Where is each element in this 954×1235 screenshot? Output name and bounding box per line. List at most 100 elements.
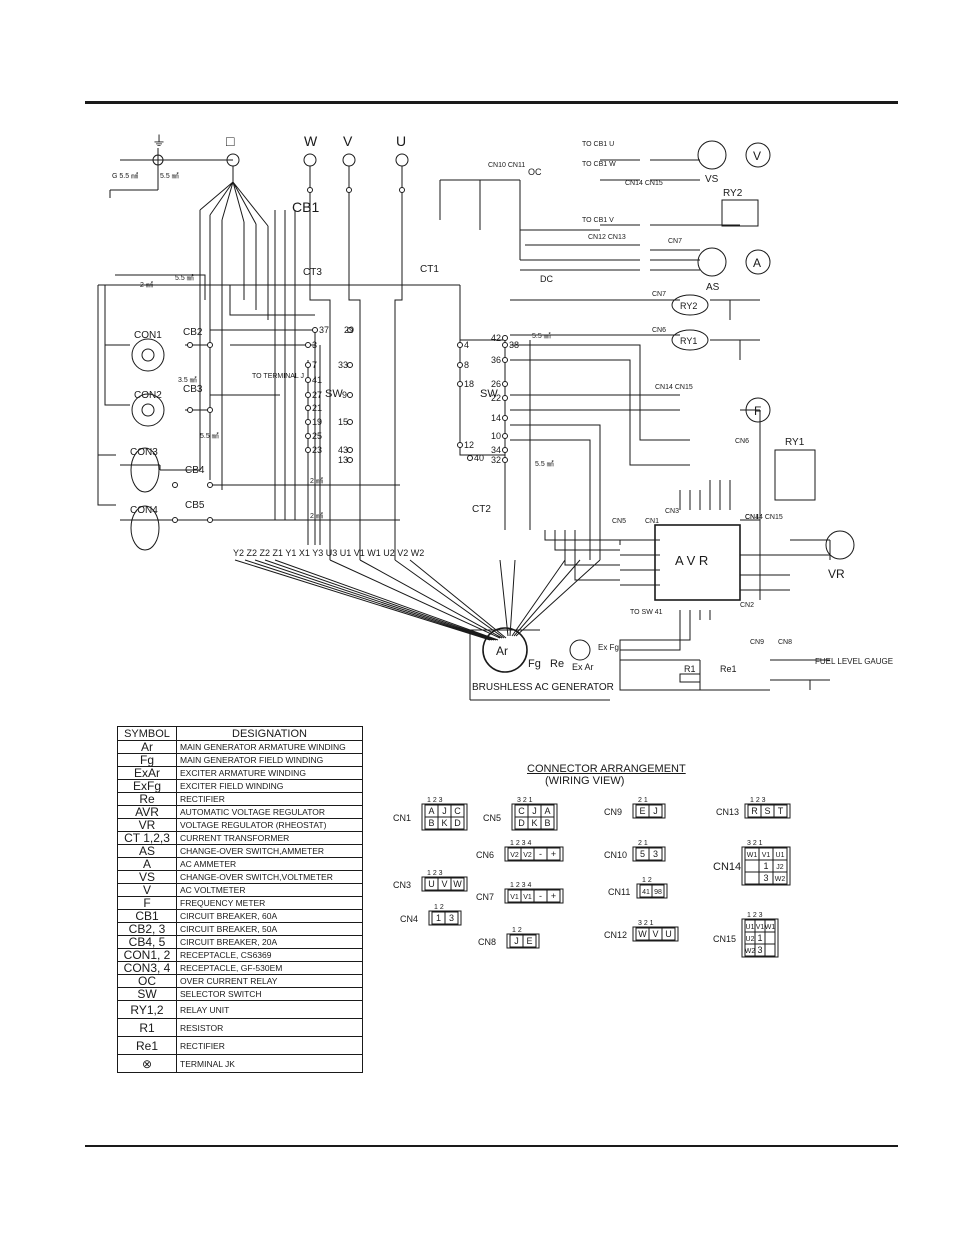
header-rule (85, 101, 898, 104)
cn7-mid-label: CN7 (652, 291, 666, 298)
legend-designation: SELECTOR SWITCH (176, 987, 363, 1001)
switch-terminal (457, 342, 463, 348)
switch-terminal (347, 447, 353, 453)
cb1-label: CB1 (292, 199, 319, 215)
switch-terminal-label: 25 (312, 431, 322, 441)
legend-symbol: Re1 (117, 1036, 177, 1055)
con1-core (141, 348, 155, 362)
legend-designation: AC AMMETER (176, 857, 363, 871)
switch-terminal-label: 19 (312, 417, 322, 427)
con1-label: CON1 (134, 330, 162, 341)
legend-designation: CHANGE-OVER SWITCH,VOLTMETER (176, 870, 363, 884)
as-label: AS (706, 282, 720, 293)
con1-outline (131, 338, 165, 372)
ry1-box (774, 449, 816, 501)
frame-terminal-label: □ (226, 133, 235, 149)
a-meter (745, 249, 771, 275)
switch-terminal (347, 362, 353, 368)
ground-terminal-label: ⏚ (152, 133, 166, 149)
legend-designation: EXCITER ARMATURE WINDING (176, 766, 363, 780)
switch-terminal-label: 3 (312, 340, 317, 350)
top-terminals: ⏚ □ W V U (152, 133, 409, 167)
legend-row: ⊗TERMINAL JK (117, 1054, 363, 1073)
cn7-top-label: CN7 (668, 238, 682, 245)
cb5-label: CB5 (185, 500, 205, 511)
legend-symbol: CON1, 2 (117, 948, 177, 962)
switch-terminal-label: 7 (312, 360, 317, 370)
vs-label: VS (705, 174, 719, 185)
u-terminal (395, 153, 409, 167)
switch-terminal (502, 395, 508, 401)
cb5-contact-a (172, 517, 178, 523)
legend-header-designation: DESIGNATION (176, 726, 363, 741)
cb1-contact-v (346, 187, 352, 193)
legend-designation: TERMINAL JK (176, 1054, 363, 1073)
switch-terminal (502, 357, 508, 363)
legend-symbol: Fg (117, 753, 177, 767)
legend-symbol: CB4, 5 (117, 935, 177, 949)
cb5-contact-b (207, 517, 213, 523)
receptacles: CON1 CON2 CON3 CON4 (130, 330, 165, 551)
switch-terminal (502, 433, 508, 439)
switch-terminal (305, 433, 311, 439)
cb1-contact-u (399, 187, 405, 193)
legend-designation: RESISTOR (176, 1018, 363, 1037)
switch-terminal-label: 26 (491, 379, 501, 389)
wire-2-a: 2 ㎟ (140, 281, 153, 289)
cb3-label: CB3 (183, 384, 203, 395)
ct1-label: CT1 (420, 264, 439, 275)
switch-terminal-label: 41 (312, 375, 322, 385)
ry1-coil (671, 329, 709, 351)
f-meter (745, 397, 771, 423)
switch-terminal (305, 392, 311, 398)
a-meter-label: A (753, 256, 761, 270)
breakers: CB1 CB2 CB3 CB4 CB5 CT3 CT1 CT2 (172, 187, 491, 523)
switch-terminal-label: 33 (338, 360, 348, 370)
fuel-gauge-label: FUEL LEVEL GAUGE (815, 657, 893, 666)
switch-terminal-label: 9 (342, 390, 347, 400)
con2-label: CON2 (134, 390, 162, 401)
switch-terminal-label: 43 (338, 445, 348, 455)
wire-55-c: 5.5 ㎟ (200, 432, 219, 440)
legend-header-symbol: SYMBOL (117, 726, 177, 741)
legend-designation: EXCITER FIELD WINDING (176, 779, 363, 793)
wire-55-e: 5.5 ㎟ (535, 460, 554, 468)
legend-designation: FREQUENCY METER (176, 896, 363, 910)
sw-right-label: SW (480, 388, 498, 400)
u-terminal-label: U (396, 133, 406, 149)
ry2-label: RY2 (723, 188, 743, 199)
cn5-label: CN5 (612, 518, 626, 525)
legend-designation: RECTIFIER (176, 1036, 363, 1055)
switch-terminal-label: 29 (344, 325, 354, 335)
legend-designation: VOLTAGE REGULATOR (RHEOSTAT) (176, 818, 363, 832)
v-terminal-label: V (343, 133, 353, 149)
switch-terminal-label: 22 (491, 393, 501, 403)
switch-terminal-label: 40 (474, 453, 484, 463)
to-terminal-label: TO TERMINAL J (252, 373, 304, 380)
cb4-contact-b (207, 482, 213, 488)
cn3-label: CN3 (665, 508, 679, 515)
cb4-contact-a (172, 482, 178, 488)
switch-terminal-label: 4 (464, 340, 469, 350)
switch-terminal (305, 419, 311, 425)
oc-label: OC (528, 167, 542, 177)
legend-designation: CIRCUIT BREAKER, 20A (176, 935, 363, 949)
switch-terminal-label: 15 (338, 417, 348, 427)
legend-designation: CHANGE-OVER SWITCH,AMMETER (176, 844, 363, 858)
avr-label: A V R (675, 553, 708, 568)
switch-terminal-label: 37 (319, 325, 329, 335)
switch-terminal-label: 12 (464, 440, 474, 450)
legend-designation: CIRCUIT BREAKER, 60A (176, 909, 363, 923)
legend-designation: RECTIFIER (176, 792, 363, 806)
switch-terminal-label: 36 (491, 355, 501, 365)
cn2-label: CN2 (740, 602, 754, 609)
